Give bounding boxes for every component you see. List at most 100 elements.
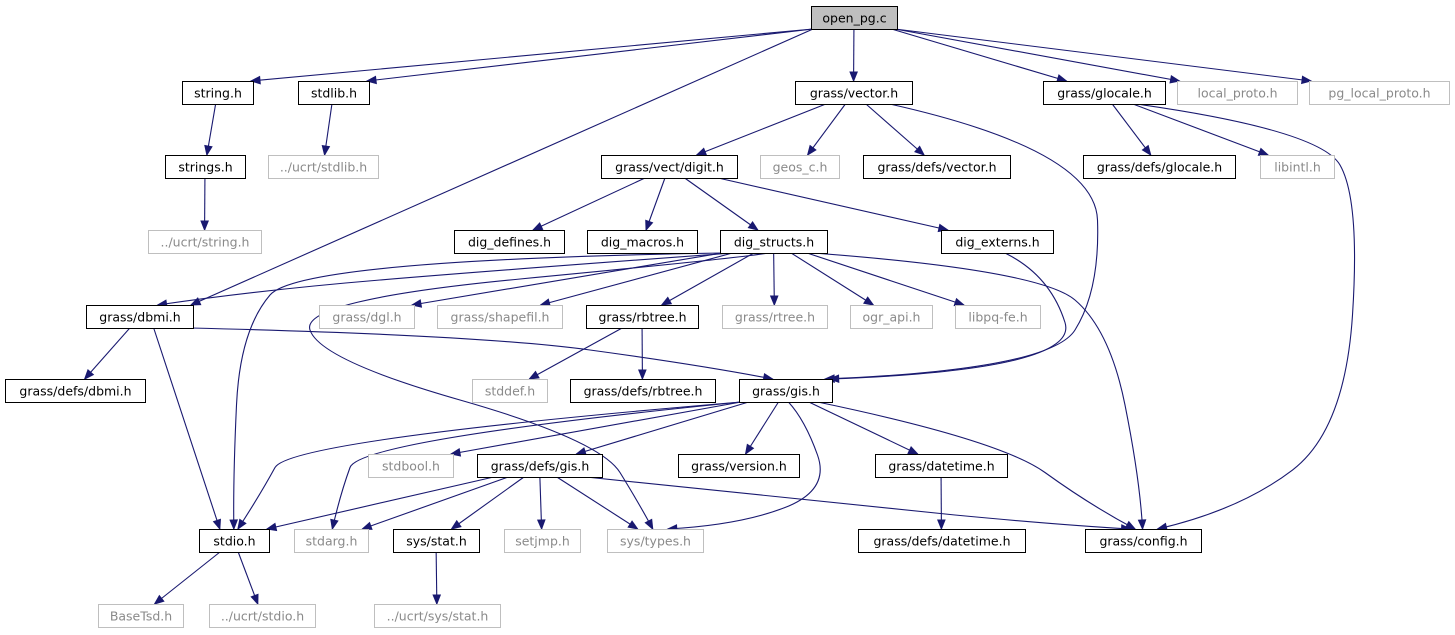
file-node-grass_gis_h[interactable]: grass/gis.h xyxy=(739,379,833,403)
file-node-label: setjmp.h xyxy=(515,534,570,549)
include-edge-defs_gis_h-to-grass_config_h xyxy=(586,476,1132,533)
file-node-defs_dbmi_h[interactable]: grass/defs/dbmi.h xyxy=(5,379,146,403)
include-edge-dig_structs_h-to-grass_config_h xyxy=(813,252,1147,531)
arrowhead-icon xyxy=(250,593,259,606)
file-node-box xyxy=(587,230,698,254)
include-edge-dig_structs_h-to-grass_dgl_h xyxy=(410,252,723,308)
arrowhead-icon xyxy=(330,518,339,531)
include-edge-open_pg-to-pg_local_proto_h xyxy=(894,28,1313,85)
include-edge-defs_gis_h-to-setjmp_h xyxy=(536,476,546,531)
file-node-label: stddef.h xyxy=(485,384,535,399)
file-node-box xyxy=(739,379,833,403)
file-node-box xyxy=(795,81,913,105)
file-node-box xyxy=(955,305,1041,329)
file-node-ucrt_sys_stat_h: ../ucrt/sys/stat.h xyxy=(374,604,501,628)
file-node-box xyxy=(1177,81,1298,105)
include-edge-grass_dbmi_h-to-defs_dbmi_h xyxy=(83,327,131,381)
file-node-grass_rtree_h: grass/rtree.h xyxy=(722,305,828,329)
include-edge-vect_digit_h-to-dig_defines_h xyxy=(531,177,646,231)
include-edge-grass_glocale_h-to-defs_glocale_h xyxy=(1111,103,1152,157)
include-edge-grass_gis_h-to-stdio_h xyxy=(237,401,742,531)
file-node-dig_macros_h[interactable]: dig_macros.h xyxy=(587,230,698,254)
arrowhead-icon xyxy=(1141,144,1152,157)
include-edge-grass_rbtree_h-to-stddef_h xyxy=(528,327,623,380)
file-node-strings_h[interactable]: strings.h xyxy=(165,155,246,179)
file-node-stdlib_h[interactable]: stdlib.h xyxy=(298,81,370,105)
file-node-label: grass/config.h xyxy=(1099,534,1187,549)
file-node-grass_rbtree_h[interactable]: grass/rbtree.h xyxy=(586,305,699,329)
include-edge-dig_structs_h-to-libpq_fe_h xyxy=(806,252,966,307)
arrowhead-icon xyxy=(153,594,165,605)
file-node-defs_datetime_h[interactable]: grass/defs/datetime.h xyxy=(858,529,1026,553)
arrowhead-icon xyxy=(914,145,926,156)
file-node-label: sys/stat.h xyxy=(406,534,467,549)
file-node-box xyxy=(374,604,501,628)
include-edge-open_pg-to-grass_vector_h xyxy=(849,28,858,83)
file-node-stdbool_h: stdbool.h xyxy=(368,454,454,478)
file-node-vect_digit_h[interactable]: grass/vect/digit.h xyxy=(601,155,738,179)
file-node-grass_glocale_h[interactable]: grass/glocale.h xyxy=(1043,81,1166,105)
file-node-grass_vector_h[interactable]: grass/vector.h xyxy=(795,81,913,105)
file-node-stddef_h: stddef.h xyxy=(472,379,548,403)
file-node-label: grass/defs/gis.h xyxy=(491,459,590,474)
file-node-grass_version_h[interactable]: grass/version.h xyxy=(678,454,800,478)
file-node-dig_structs_h[interactable]: dig_structs.h xyxy=(720,230,828,254)
file-node-stdarg_h: stdarg.h xyxy=(294,529,369,553)
file-node-sys_stat_h[interactable]: sys/stat.h xyxy=(393,529,480,553)
arrowhead-icon xyxy=(627,520,639,530)
file-node-label: dig_structs.h xyxy=(734,235,814,250)
file-node-defs_rbtree_h[interactable]: grass/defs/rbtree.h xyxy=(570,379,716,403)
file-node-label: BaseTsd.h xyxy=(110,609,172,624)
file-node-grass_config_h[interactable]: grass/config.h xyxy=(1085,529,1202,553)
arrowhead-icon xyxy=(432,594,442,606)
file-node-label: ogr_api.h xyxy=(863,310,921,325)
file-node-box xyxy=(368,454,454,478)
file-node-box xyxy=(607,529,704,553)
include-edge-grass_datetime_h-to-defs_datetime_h xyxy=(937,476,946,531)
include-edge-stdlib_h-to-ucrt_stdlib_h xyxy=(321,103,333,157)
arrowhead-icon xyxy=(365,75,377,85)
include-edge-vect_digit_h-to-dig_macros_h xyxy=(645,177,666,232)
file-node-box xyxy=(1043,81,1166,105)
file-node-label: grass/dgl.h xyxy=(332,310,401,325)
file-node-box xyxy=(437,305,563,329)
include-edge-string_h-to-strings_h xyxy=(204,103,217,157)
file-node-ucrt_stdlib_h: ../ucrt/stdlib.h xyxy=(268,155,379,179)
file-node-label: grass/defs/glocale.h xyxy=(1097,160,1222,175)
file-node-label: grass/vector.h xyxy=(810,86,898,101)
arrowhead-icon xyxy=(638,369,647,381)
file-node-libintl_h: libintl.h xyxy=(1260,155,1335,179)
file-node-defs_glocale_h[interactable]: grass/defs/glocale.h xyxy=(1083,155,1236,179)
arrowhead-icon xyxy=(660,296,673,306)
file-node-open_pg[interactable]: open_pg.c xyxy=(811,6,898,30)
file-node-grass_shapefil_h: grass/shapefil.h xyxy=(437,305,563,329)
file-node-label: grass/dbmi.h xyxy=(99,310,180,325)
include-edge-grass_gis_h-to-stdarg_h xyxy=(330,401,742,531)
file-node-box xyxy=(586,305,699,329)
file-node-box xyxy=(504,529,581,553)
file-node-label: libintl.h xyxy=(1274,160,1321,175)
file-node-stdio_h[interactable]: stdio.h xyxy=(199,529,270,553)
file-node-box xyxy=(165,155,246,179)
file-node-label: ../ucrt/stdio.h xyxy=(221,609,304,624)
arrowhead-icon xyxy=(1056,74,1068,83)
file-node-label: dig_defines.h xyxy=(468,235,551,250)
file-node-defs_vector_h[interactable]: grass/defs/vector.h xyxy=(863,155,1011,179)
include-edge-sys_stat_h-to-ucrt_sys_stat_h xyxy=(432,551,442,606)
file-node-defs_gis_h[interactable]: grass/defs/gis.h xyxy=(477,454,603,478)
arrowhead-icon xyxy=(937,519,946,531)
file-node-string_h[interactable]: string.h xyxy=(182,81,254,105)
file-node-dig_externs_h[interactable]: dig_externs.h xyxy=(941,230,1054,254)
include-edge-vect_digit_h-to-dig_structs_h xyxy=(684,177,759,231)
file-node-box xyxy=(1309,81,1450,105)
file-node-local_proto_h: local_proto.h xyxy=(1177,81,1298,105)
file-node-grass_datetime_h[interactable]: grass/datetime.h xyxy=(875,454,1008,478)
arrowhead-icon xyxy=(361,521,373,530)
file-node-label: grass/rbtree.h xyxy=(598,310,686,325)
file-node-box xyxy=(1085,529,1202,553)
file-node-grass_dbmi_h[interactable]: grass/dbmi.h xyxy=(86,305,194,329)
file-node-label: local_proto.h xyxy=(1197,86,1277,101)
file-node-label: grass/rtree.h xyxy=(735,310,815,325)
file-node-box xyxy=(98,604,184,628)
file-node-dig_defines_h[interactable]: dig_defines.h xyxy=(454,230,565,254)
